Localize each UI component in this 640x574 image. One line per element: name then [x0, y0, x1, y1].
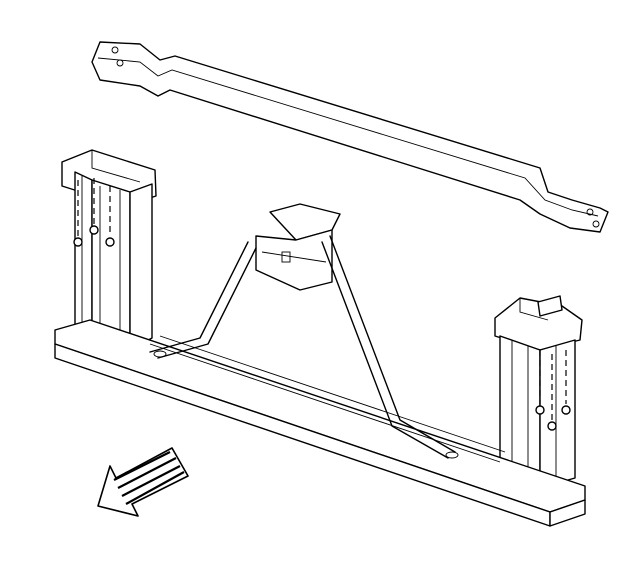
- upper-tie-bar: [91, 41, 609, 233]
- center-support-brace: [149, 203, 459, 459]
- arrow-front-icon: [97, 447, 189, 517]
- lower-tie-bar: [54, 319, 586, 527]
- mounting-bolts: [73, 178, 571, 431]
- right-side-support: [494, 295, 583, 489]
- left-side-support: [61, 149, 157, 351]
